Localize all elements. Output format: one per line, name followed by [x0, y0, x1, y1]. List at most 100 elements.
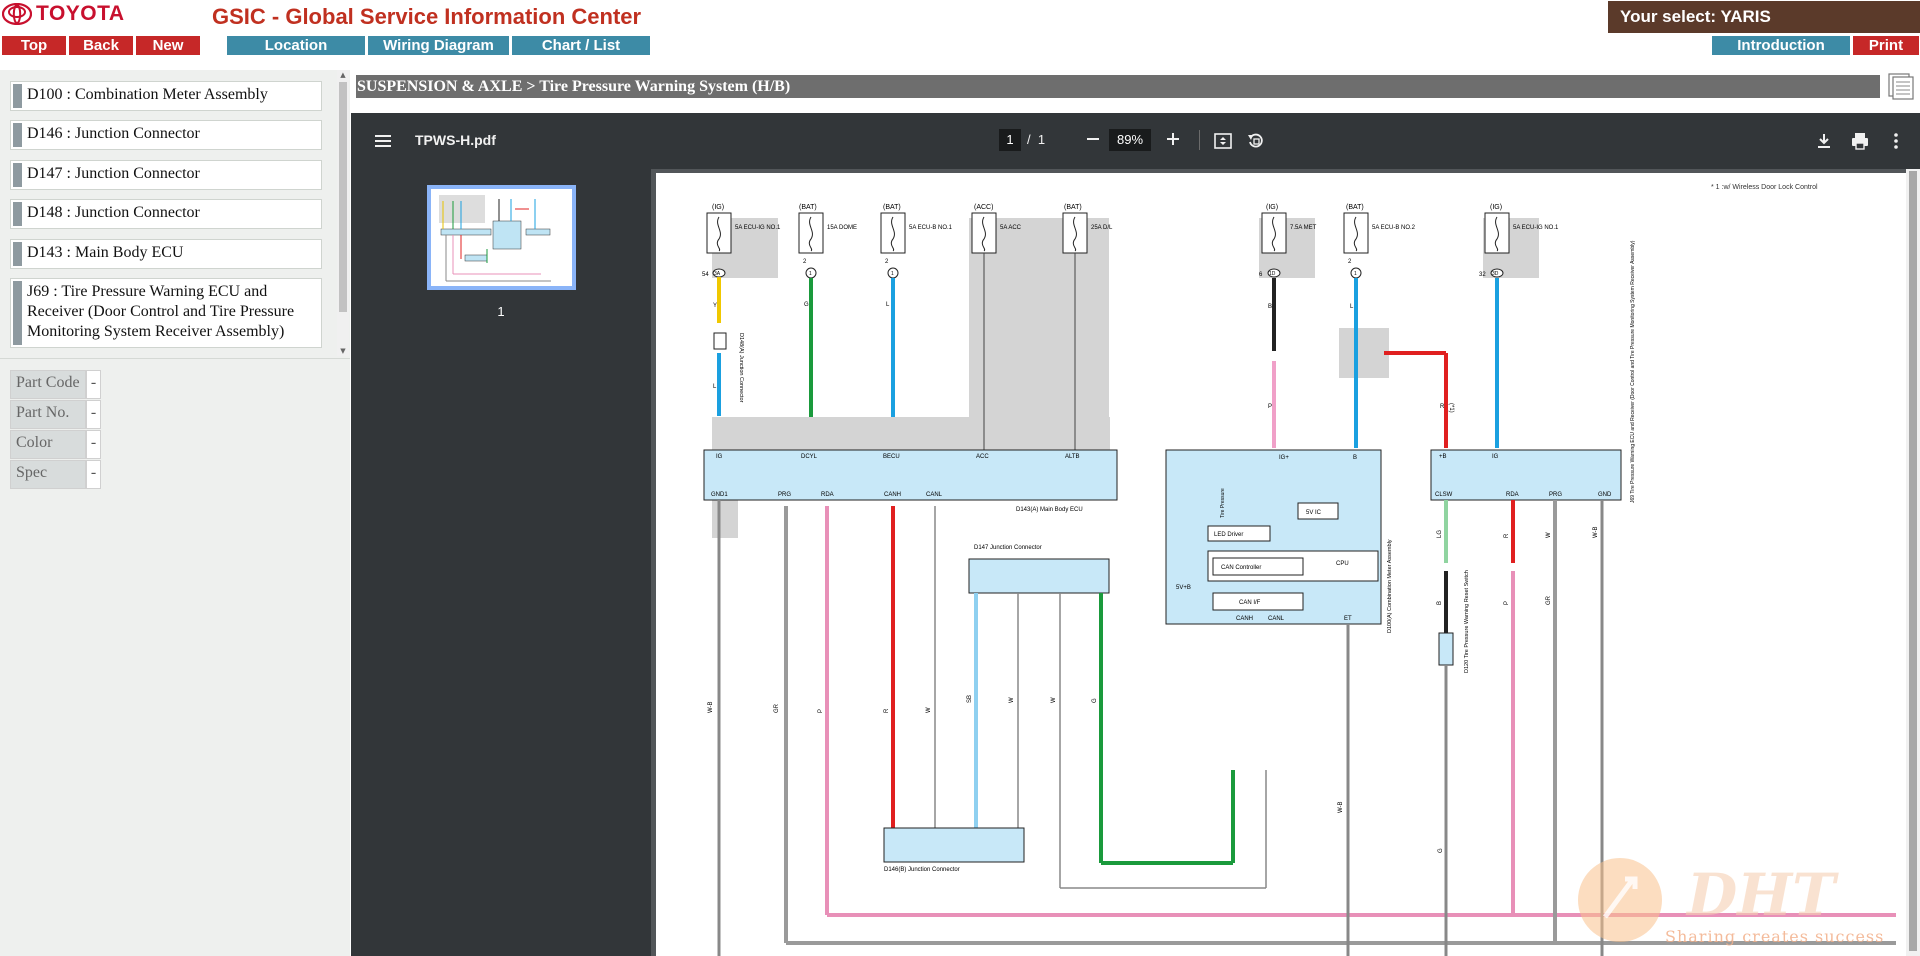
5v-ic-block	[1297, 502, 1339, 520]
meter-pin-name: ET	[1344, 616, 1352, 622]
fuse-conn: 1	[1354, 271, 1357, 277]
connector-list-scrollbar[interactable]: ▲ ▼	[337, 70, 349, 356]
zoom-out-icon[interactable]	[1083, 129, 1103, 149]
fuse-source: (ACC)	[974, 204, 993, 211]
pdf-viewer: TPWS-H.pdf 1 / 1 89%	[351, 113, 1920, 956]
download-icon[interactable]	[1814, 131, 1834, 151]
wiring-diagram: * 1 :w/ Wireless Door Lock Control (IG) …	[702, 184, 1896, 956]
wire-color-label: GR	[1546, 595, 1552, 605]
fit-to-page-icon[interactable]	[1213, 131, 1233, 151]
top-button[interactable]: Top	[2, 36, 66, 55]
fuse-name: 5A ECU-IG NO.1	[735, 225, 781, 231]
ecu-pin-name: RDA	[821, 492, 834, 498]
connector-item-d148[interactable]: D148 : Junction Connector	[10, 199, 322, 229]
thumbnail-page-number: 1	[497, 304, 505, 319]
detail-row-part-code: Part Code -	[10, 370, 101, 399]
scroll-up-icon[interactable]: ▲	[340, 71, 346, 79]
fuse-name: 5A ECU-B NO.1	[909, 225, 953, 231]
scroll-down-icon[interactable]: ▼	[340, 347, 346, 355]
back-button[interactable]: Back	[69, 36, 133, 55]
fuse-pin: 2	[885, 259, 889, 265]
connector-item-d100[interactable]: D100 : Combination Meter Assembly	[10, 81, 322, 111]
wire-color-label: R	[1440, 404, 1445, 410]
connector-item-d146[interactable]: D146 : Junction Connector	[10, 120, 322, 150]
introduction-button[interactable]: Introduction	[1712, 36, 1850, 55]
wire-color-label: R	[1504, 533, 1510, 538]
junction-d147-label: D147 Junction Connector	[974, 545, 1042, 551]
location-tab[interactable]: Location	[227, 36, 365, 55]
hamburger-menu-icon[interactable]	[373, 131, 393, 151]
detail-value: -	[86, 430, 101, 459]
meter-pin-name: B	[1353, 455, 1357, 461]
zoom-level-input[interactable]: 89%	[1109, 129, 1151, 151]
app-title: GSIC - Global Service Information Center	[212, 4, 642, 29]
meter-pin-name: CANH	[1236, 616, 1253, 622]
page-number-input[interactable]: 1	[999, 129, 1021, 151]
can-if-block	[1212, 592, 1304, 611]
breadcrumb: SUSPENSION & AXLE > Tire Pressure Warnin…	[356, 75, 1880, 98]
wire-color-label: LG	[1437, 530, 1443, 538]
shade	[969, 218, 1109, 450]
meter-block-label: CPU	[1336, 561, 1349, 567]
can-controller-block	[1212, 557, 1304, 576]
scrollbar-thumb[interactable]	[339, 82, 347, 312]
wire-color-label: P	[1268, 404, 1272, 410]
pdf-scrollbar[interactable]	[1906, 169, 1920, 956]
fuse-3: (BAT) 5A ECU-B NO.1 2 1	[880, 204, 953, 279]
new-button[interactable]: New	[136, 36, 200, 55]
fuse-pin: 2	[803, 259, 807, 265]
fuse-conn: 3A	[714, 271, 721, 277]
shade	[1339, 328, 1389, 378]
wire-color-label: P	[1504, 601, 1510, 605]
detail-row-spec: Spec -	[10, 460, 101, 489]
shade	[712, 417, 1110, 450]
print-icon[interactable]	[1850, 131, 1870, 151]
fuse-conn: 1	[891, 271, 894, 277]
detail-label: Color	[10, 430, 86, 459]
page-thumbnail[interactable]	[427, 185, 576, 290]
meter-pin-name: CANL	[1268, 616, 1285, 622]
receiver-pin-name: CLSW	[1435, 492, 1453, 498]
rotate-icon[interactable]	[1246, 131, 1266, 151]
ecu-pin-name: IG	[716, 454, 723, 460]
connector-item-j69[interactable]: J69 : Tire Pressure Warning ECU and Rece…	[10, 278, 322, 348]
wire-color-label: W	[1051, 697, 1057, 703]
app-header: TOYOTA GSIC - Global Service Information…	[0, 0, 1920, 58]
diagram-note: * 1 :w/ Wireless Door Lock Control	[1711, 184, 1818, 191]
fuse-name: 5A ECU-IG NO.1	[1513, 225, 1559, 231]
receiver-pin-name: PRG	[1549, 492, 1562, 498]
tpws-receiver-block	[1430, 449, 1622, 501]
wire-color-label: B	[1268, 304, 1272, 310]
pdf-scrollbar-thumb[interactable]	[1909, 171, 1917, 951]
fuse-conn: 3D	[1492, 271, 1499, 277]
led-driver-block	[1207, 525, 1271, 542]
pdf-toolbar: TPWS-H.pdf 1 / 1 89%	[351, 113, 1920, 169]
ecu-pin-name: DCYL	[801, 454, 818, 460]
ecu-pin-name: PRG	[778, 492, 791, 498]
connector-item-d147[interactable]: D147 : Junction Connector	[10, 160, 322, 190]
print-button[interactable]: Print	[1853, 36, 1919, 55]
detail-label: Part Code	[10, 370, 86, 399]
fuse-source: (IG)	[1266, 204, 1278, 211]
wire-color-label: Y	[713, 303, 717, 309]
detail-value: -	[86, 460, 101, 489]
receiver-pin-name: GND	[1598, 492, 1612, 498]
document-list-icon[interactable]	[1885, 72, 1917, 100]
wire-color-label: (*1)	[1448, 403, 1454, 413]
zoom-in-icon[interactable]	[1163, 129, 1183, 149]
chart-list-tab[interactable]: Chart / List	[512, 36, 650, 55]
wire-color-label: W-B	[708, 701, 714, 713]
meter-block-label: Tire Pressure	[1220, 488, 1226, 518]
connector-item-d143[interactable]: D143 : Main Body ECU	[10, 239, 322, 269]
wiring-diagram-tab[interactable]: Wiring Diagram	[368, 36, 509, 55]
wire-color-label: W-B	[1338, 801, 1344, 813]
fuse-conn: 1	[809, 271, 812, 277]
fuse-pin: 2	[1348, 259, 1352, 265]
more-options-icon[interactable]	[1886, 131, 1906, 151]
main-body-ecu-block	[703, 449, 1118, 501]
detail-value: -	[86, 370, 101, 399]
wire-color-label: SB	[967, 695, 973, 703]
fuse-name: 5A ECU-B NO.2	[1372, 225, 1416, 231]
meter-block-label: 5V+B	[1176, 585, 1191, 591]
ecu-pin-name: GND1	[711, 492, 728, 498]
